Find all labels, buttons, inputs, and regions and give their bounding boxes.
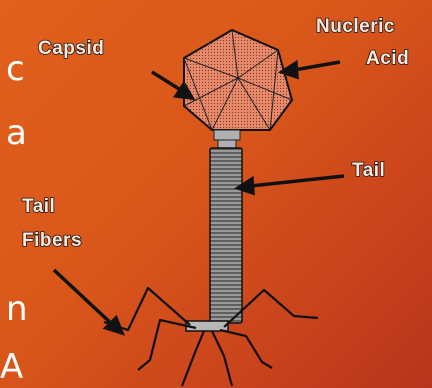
collar-shape <box>214 130 240 140</box>
neck-shape <box>218 140 236 148</box>
tail-fibers-label-line-2: Fibers <box>22 230 82 251</box>
capsid-shape <box>184 30 292 130</box>
capsid-label: Capsid <box>38 38 104 59</box>
nucleic-acid-label-line-2: Acid <box>366 48 409 69</box>
tail-fibers-label-line-1: Tail <box>22 196 55 217</box>
nucleic-acid-label-line-1: Nucleric <box>316 16 395 37</box>
tail-sheath <box>210 148 242 323</box>
tail-label: Tail <box>352 160 385 181</box>
